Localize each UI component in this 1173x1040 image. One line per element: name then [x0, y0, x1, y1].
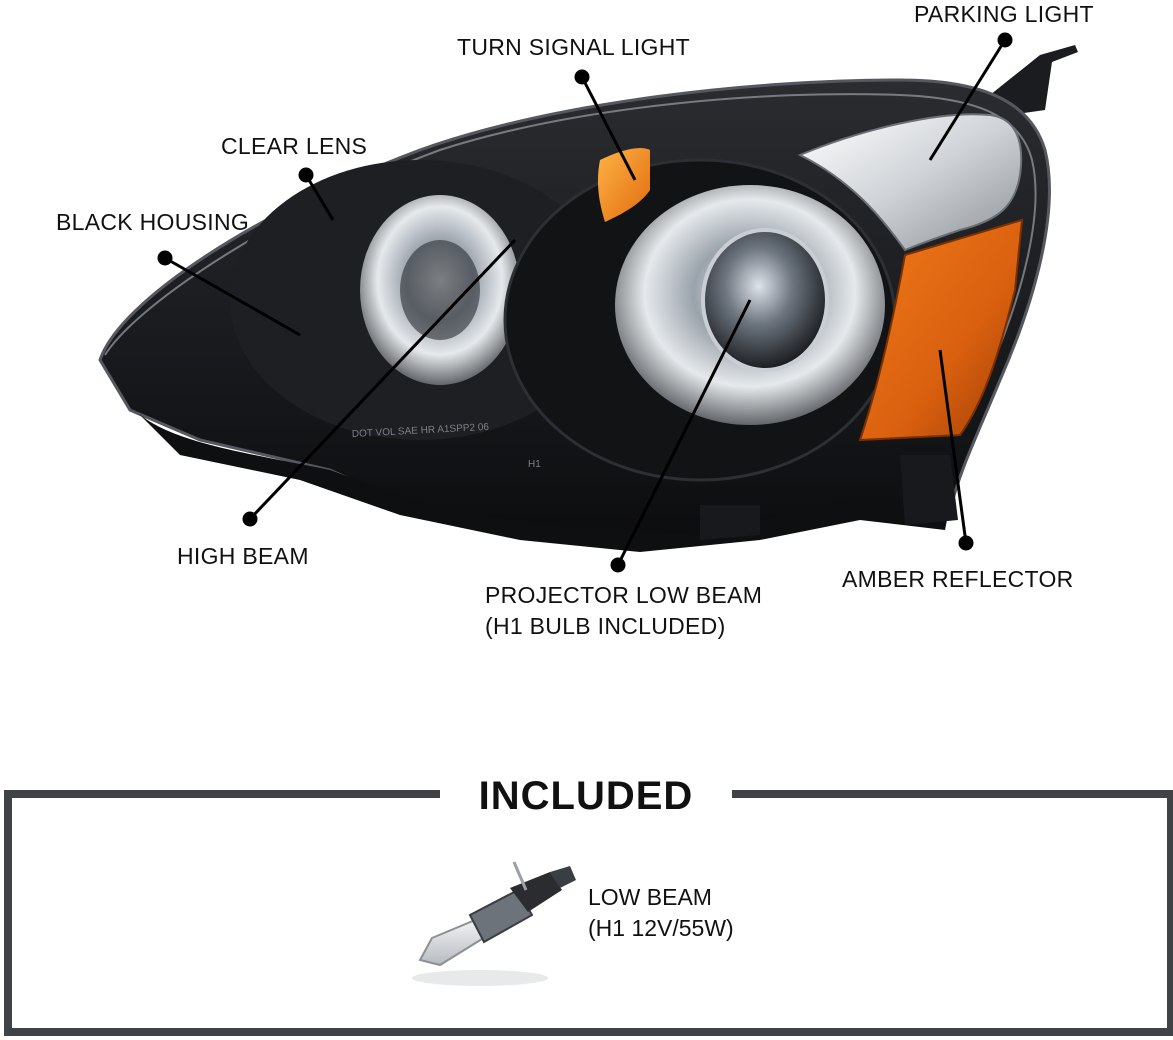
bulb-connector [510, 872, 562, 912]
leader-turn-signal [580, 76, 637, 181]
included-item-line1: LOW BEAM [588, 884, 712, 910]
h1-bulb-image [412, 861, 576, 986]
callout-parking-light: PARKING LIGHT [914, 1, 1094, 27]
mounting-tab [990, 45, 1078, 115]
bulb-wire [512, 861, 528, 891]
callout-leaders [157, 32, 1013, 573]
bulb-base [468, 888, 534, 944]
turn-signal-lens [597, 148, 650, 222]
leader-dot-amber-reflector [958, 535, 974, 551]
callout-black-housing: BLACK HOUSING [56, 209, 250, 235]
included-frame-top-right [732, 790, 1171, 798]
amber-reflector-lens [858, 218, 1024, 442]
headlight-illustration: DOT VOL SAE HR A1SPP2 06 H1 [98, 32, 1078, 573]
included-title: INCLUDED [478, 774, 694, 818]
lower-bracket [900, 455, 958, 525]
leader-parking-light [928, 39, 1007, 161]
included-frame-top-left [4, 790, 440, 798]
projector-lens [701, 228, 829, 372]
callout-projector-low-beam: PROJECTOR LOW BEAM (H1 BULB INCLUDED) [485, 580, 762, 642]
leader-dot-black-housing [157, 250, 173, 266]
included-item-caption: LOW BEAM (H1 12V/55W) [588, 882, 734, 944]
leader-dot-clear-lens [298, 167, 314, 183]
callout-turn-signal-light: TURN SIGNAL LIGHT [457, 34, 690, 60]
high-beam-bulb-socket [400, 240, 480, 340]
parking-light-lens [797, 113, 1023, 252]
callout-clear-lens: CLEAR LENS [221, 133, 368, 159]
leader-dot-turn-signal [574, 69, 590, 85]
leader-black-housing [164, 256, 301, 337]
callout-high-beam: HIGH BEAM [177, 543, 309, 569]
bulb-shadow [412, 970, 548, 986]
leader-dot-projector [610, 557, 626, 573]
h1-marking-text: H1 [528, 459, 541, 470]
bulb-terminal [550, 866, 576, 888]
leader-amber-reflector [938, 349, 968, 544]
included-item-line2: (H1 12V/55W) [588, 915, 734, 941]
leader-high-beam [248, 238, 517, 521]
callout-projector-line1: PROJECTOR LOW BEAM [485, 582, 763, 608]
included-frame [4, 790, 1173, 1036]
housing-skirt [130, 405, 950, 552]
leader-clear-lens [304, 174, 335, 221]
callout-amber-reflector: AMBER REFLECTOR [842, 566, 1074, 592]
bottom-bracket [700, 505, 760, 540]
leader-dot-parking-light [997, 32, 1013, 48]
callout-projector-line2: (H1 BULB INCLUDED) [485, 613, 726, 639]
leader-projector [616, 299, 752, 566]
leader-dot-high-beam [242, 511, 258, 527]
